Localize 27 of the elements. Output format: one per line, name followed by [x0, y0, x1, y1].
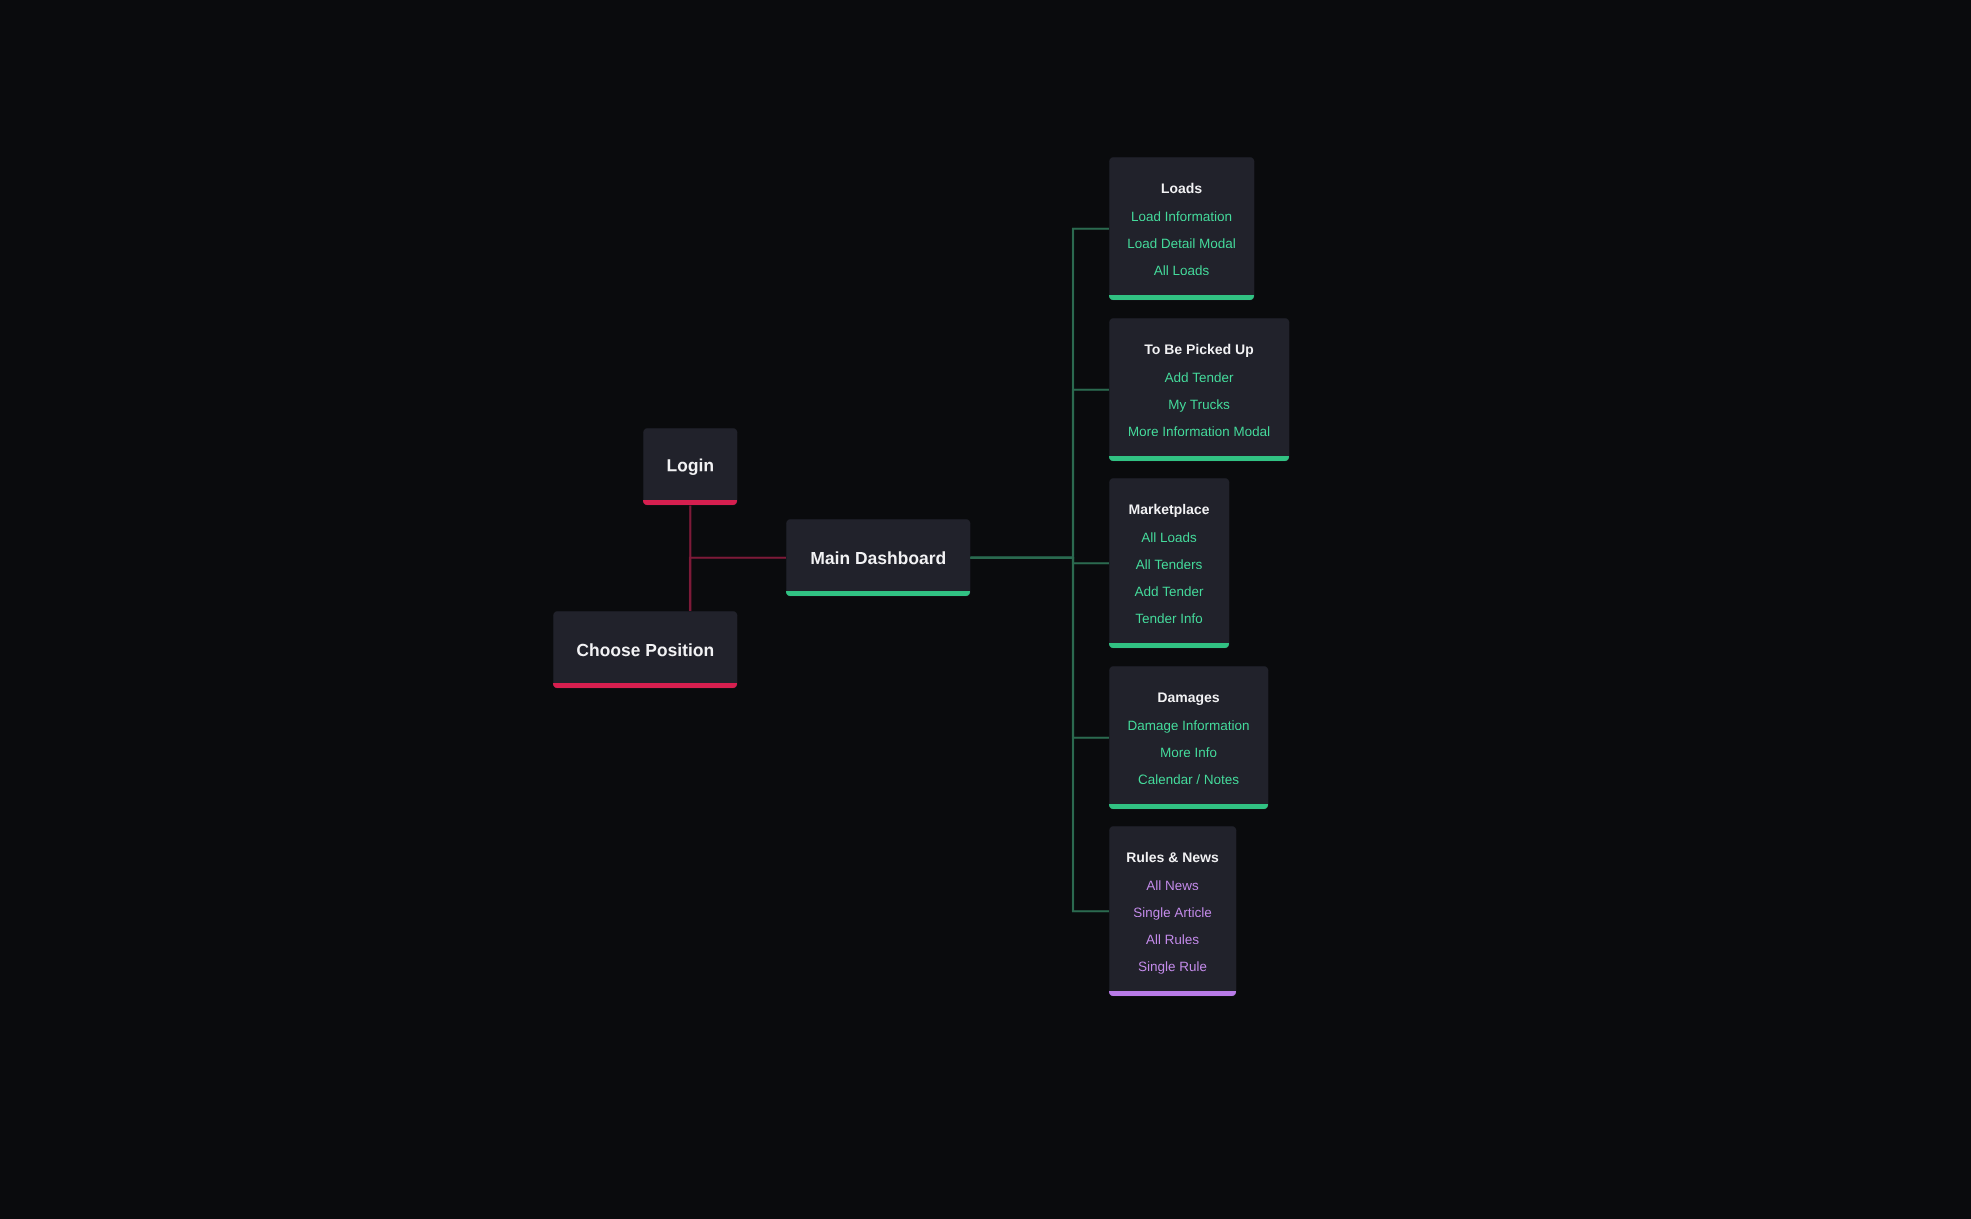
page-item: More Info — [1161, 747, 1217, 758]
page-item: Add Tender — [1164, 372, 1234, 383]
card-title: To Be Picked Up — [1144, 343, 1254, 357]
page-box: Choose Position — [553, 611, 738, 689]
page-box: Login — [643, 428, 738, 506]
page-item: Load Detail Modal — [1128, 238, 1235, 249]
page-item: Tender Info — [1135, 613, 1203, 624]
page-item: All Loads — [1141, 532, 1197, 543]
page-item: Add Tender — [1134, 586, 1204, 597]
card-title: Damages — [1158, 692, 1220, 705]
page-item: My Trucks — [1169, 399, 1230, 412]
page-item: Calendar / Notes — [1138, 774, 1239, 785]
page-item: All Loads — [1153, 265, 1209, 276]
page-item: Damage Information — [1128, 720, 1249, 733]
card-title: Loads — [1161, 182, 1202, 194]
connector-line — [970, 556, 1109, 913]
page-item: All Rules — [1145, 934, 1199, 945]
page-box: Main Dashboard — [786, 519, 971, 597]
page-item: Load Information — [1132, 211, 1232, 222]
page-item: All Tenders — [1135, 559, 1202, 570]
card-title: Marketplace — [1129, 503, 1209, 517]
card-title: Rules & News — [1127, 851, 1219, 863]
page-item: All News — [1146, 880, 1199, 891]
connector-line — [688, 556, 786, 611]
page-item: Single Rule — [1138, 961, 1207, 974]
page-item: Single Article — [1133, 907, 1212, 920]
page-item: More Information Modal — [1129, 426, 1270, 437]
